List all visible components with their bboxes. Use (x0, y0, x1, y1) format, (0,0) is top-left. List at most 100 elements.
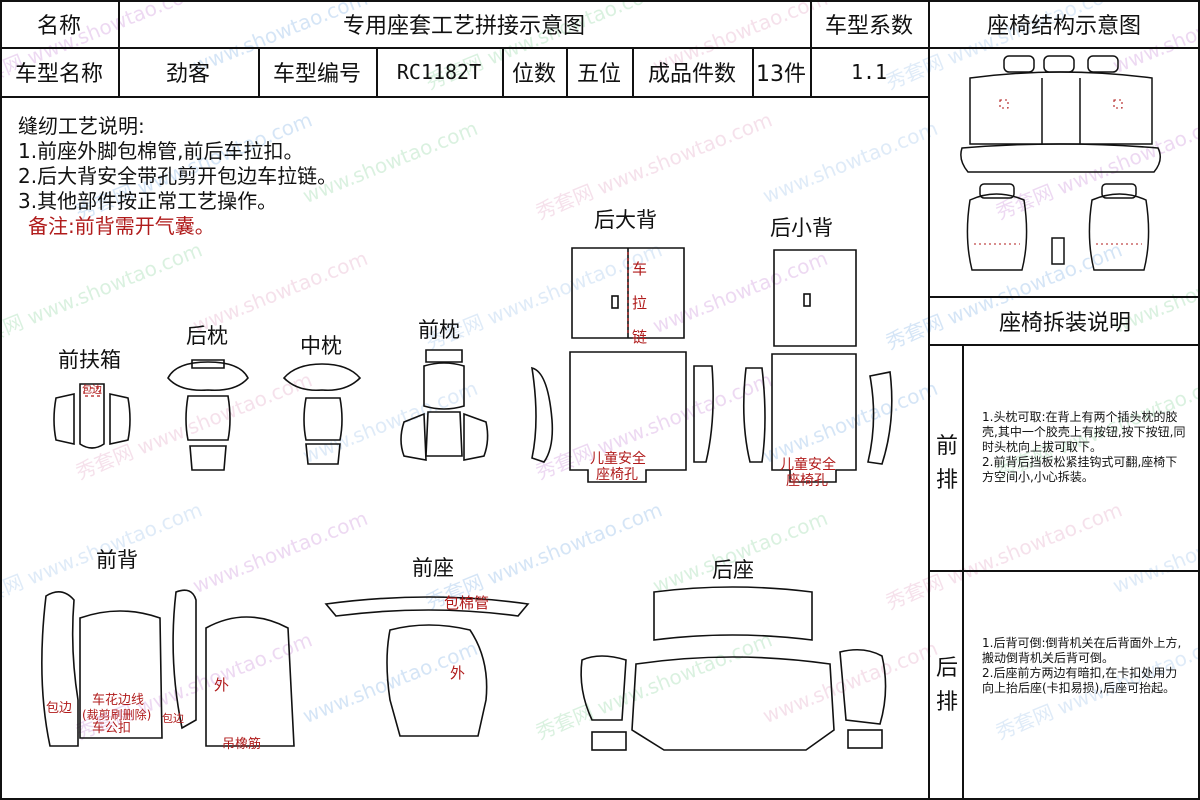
piece-rear-seat-body (631, 656, 835, 751)
notes-remark: 备注:前背需开气囊。 (28, 214, 215, 238)
piece-rear-pillow-body (185, 395, 231, 441)
label-rear-row: 后排 (935, 656, 958, 715)
label-armrest: 前扶箱 (58, 348, 121, 372)
label-disassembly: 座椅拆装说明 (998, 311, 1131, 336)
piece-rear-pillow-base (189, 445, 227, 471)
front-row-instructions: 1.头枕可取:在背上有两个插头枕的胶壳,其中一个胶壳上有按钮,按下按钮,同时头枕… (982, 410, 1186, 484)
label-front-back: 前背 (96, 548, 138, 572)
annotation-outer: 外 (450, 664, 466, 682)
annotation-buckle: 车公扣 (92, 721, 132, 736)
annotation-zipper: 车 (632, 260, 648, 278)
annotation-elastic: 吊橡筋 (222, 737, 262, 752)
piece-rear-small-back-top (773, 249, 857, 347)
piece-front-pillow-mid (425, 411, 463, 457)
divider (566, 47, 568, 96)
label-front-pillow: 前枕 (418, 318, 460, 342)
divider (928, 296, 1200, 298)
label-structure: 座椅结构示意图 (986, 13, 1141, 39)
piece-front-back-outer (205, 616, 295, 747)
annotation-armrest-tag: 包边 (82, 385, 102, 396)
annotation-wrap-edge: 包边 (162, 712, 184, 725)
label-mid-pillow: 中枕 (300, 334, 342, 358)
annotation-wrap-edge: 包边 (46, 701, 73, 716)
divider (502, 47, 504, 96)
piece-front-back-left (41, 591, 79, 747)
piece-front-seat-body (386, 624, 488, 737)
piece-rear-big-back-side-right (693, 365, 714, 463)
divider (118, 0, 120, 96)
annotation-foam-tube: 包棉管 (444, 594, 490, 612)
piece-rear-small-back-side-right (867, 371, 893, 465)
label-rear-small-back: 后小背 (770, 216, 833, 240)
pattern-pieces (41, 247, 893, 751)
label-model-name: 车型名称 (14, 61, 103, 87)
divider (928, 0, 930, 800)
piece-rear-big-back-top (571, 247, 685, 339)
divider (752, 47, 754, 96)
piece-rear-small-back-side-left (742, 367, 766, 463)
piece-rear-small-back-bottom (771, 353, 857, 483)
piece-rear-seat-tab-left (591, 731, 627, 751)
divider (962, 344, 964, 800)
annotation-outer: 外 (214, 676, 230, 694)
label-rear-big-back: 后大背 (594, 208, 657, 232)
divider (928, 570, 1200, 572)
notes-item: 2.后大背安全带孔剪开包边车拉链。 (18, 164, 338, 188)
piece-armrest-right (109, 393, 131, 445)
piece-armrest-mid (79, 383, 105, 449)
divider (810, 0, 812, 96)
notes-heading: 缝纫工艺说明: (18, 114, 145, 138)
piece-rear-pillow-top (167, 361, 249, 392)
label-seats: 位数 (511, 61, 556, 87)
label-name: 名称 (36, 13, 81, 39)
sheet-title: 专用座套工艺拼接示意图 (342, 13, 585, 39)
label-model-code: 车型编号 (272, 61, 361, 87)
divider (632, 47, 634, 96)
piece-rear-seat-side-left (580, 655, 627, 721)
coefficient-value: 1.1 (850, 59, 888, 84)
divider (0, 96, 930, 98)
piece-rear-seat-side-right (839, 648, 887, 725)
divider (376, 47, 378, 96)
piece-mid-pillow-body (303, 397, 343, 441)
notes-item: 1.前座外脚包棉管,前后车拉扣。 (18, 139, 304, 163)
piece-rear-pillow-tab (191, 359, 225, 369)
piece-rear-big-back-side-left (531, 366, 554, 463)
annotation-trim-remove: (裁剪刷删除) (82, 708, 152, 722)
piece-mid-pillow-top (282, 363, 362, 392)
notes-item: 3.其他部件按正常工艺操作。 (18, 189, 278, 213)
label-rear-pillow: 后枕 (186, 324, 228, 348)
piece-front-back-side (172, 589, 197, 730)
piece-mid-pillow-base (305, 443, 341, 465)
sewing-notes: 缝纫工艺说明: 1.前座外脚包棉管,前后车拉扣。 2.后大背安全带孔剪开包边车拉… (18, 114, 337, 239)
piece-rear-seat-top (653, 586, 813, 641)
annotation-zipper: 拉 (632, 294, 648, 312)
piece-front-pillow-body (423, 362, 465, 410)
divider (0, 47, 1200, 49)
label-pieces: 成品件数 (647, 61, 736, 87)
label-rear-seat: 后座 (712, 558, 754, 582)
label-front-row: 前排 (935, 434, 958, 493)
piece-front-back-panel (79, 610, 163, 739)
piece-rear-seat-tab-right (847, 729, 883, 749)
divider (928, 344, 1200, 346)
annotation-child-seat-hole: 座椅孔 (596, 467, 638, 483)
rear-row-instructions: 1.后背可倒:倒背机关在后背面外上方,搬动倒背机关后背可倒。 2.后座前方两边有… (982, 636, 1182, 695)
pieces-value: 13件 (756, 61, 806, 87)
piece-front-pillow-left (400, 412, 427, 461)
piece-front-seat-top (324, 596, 530, 617)
piece-front-pillow-right (463, 412, 489, 461)
seats-value: 五位 (576, 61, 621, 87)
annotation-zipper: 链 (632, 328, 648, 346)
label-front-seat: 前座 (412, 556, 454, 580)
annotation-child-seat-hole: 儿童安全 (590, 451, 646, 467)
seat-structure-diagram (960, 55, 1161, 271)
divider (258, 47, 260, 96)
piece-armrest-left (53, 393, 75, 445)
model-name: 劲客 (165, 61, 210, 87)
piece-rear-big-back-bottom (569, 351, 687, 483)
annotation-sew-edge: 车花边线 (92, 693, 145, 708)
piece-front-pillow-top (425, 349, 463, 363)
model-code: RC1182T (396, 59, 482, 84)
